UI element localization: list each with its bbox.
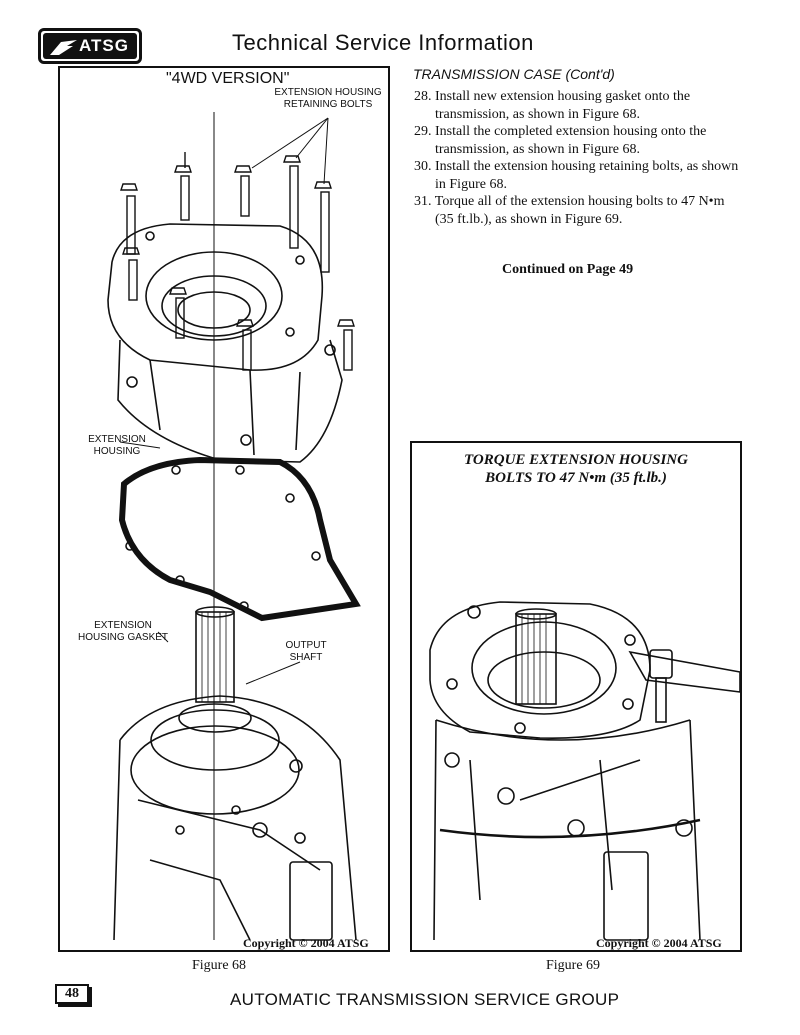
figure-69-title-line1: TORQUE EXTENSION HOUSING — [464, 452, 688, 468]
continued-note: Continued on Page 49 — [502, 262, 634, 277]
atsg-logo: ATSG — [38, 28, 142, 64]
step-31: 31. Torque all of the extension housing … — [414, 194, 725, 227]
figure-68-caption: Figure 68 — [192, 958, 247, 973]
figure-68-heading: "4WD VERSION" — [166, 70, 290, 87]
figure-69-title: TORQUE EXTENSION HOUSING BOLTS TO 47 N•m… — [410, 451, 742, 487]
figure-68-panel — [58, 66, 390, 952]
step-28: 28. Install new extension housing gasket… — [414, 89, 691, 122]
eagle-logo-icon — [50, 40, 77, 55]
instruction-steps: 28. Install new extension housing gasket… — [414, 88, 744, 228]
logo-text: ATSG — [79, 36, 129, 55]
step-30: 30. Install the extension housing retain… — [414, 159, 739, 192]
figure-69-caption: Figure 69 — [546, 958, 601, 973]
figure-69-panel — [410, 441, 742, 952]
footer-organization: AUTOMATIC TRANSMISSION SERVICE GROUP — [230, 990, 620, 1009]
page-title: Technical Service Information — [232, 30, 534, 55]
page-number: 48 — [55, 984, 89, 1004]
figure-68-copyright: Copyright © 2004 ATSG — [243, 936, 369, 950]
figure-69-copyright: Copyright © 2004 ATSG — [596, 936, 722, 950]
figure-69-title-line2: BOLTS TO 47 N•m (35 ft.lb.) — [485, 470, 667, 486]
section-heading: TRANSMISSION CASE (Cont'd) — [413, 66, 615, 82]
step-29: 29. Install the completed extension hous… — [414, 124, 707, 157]
